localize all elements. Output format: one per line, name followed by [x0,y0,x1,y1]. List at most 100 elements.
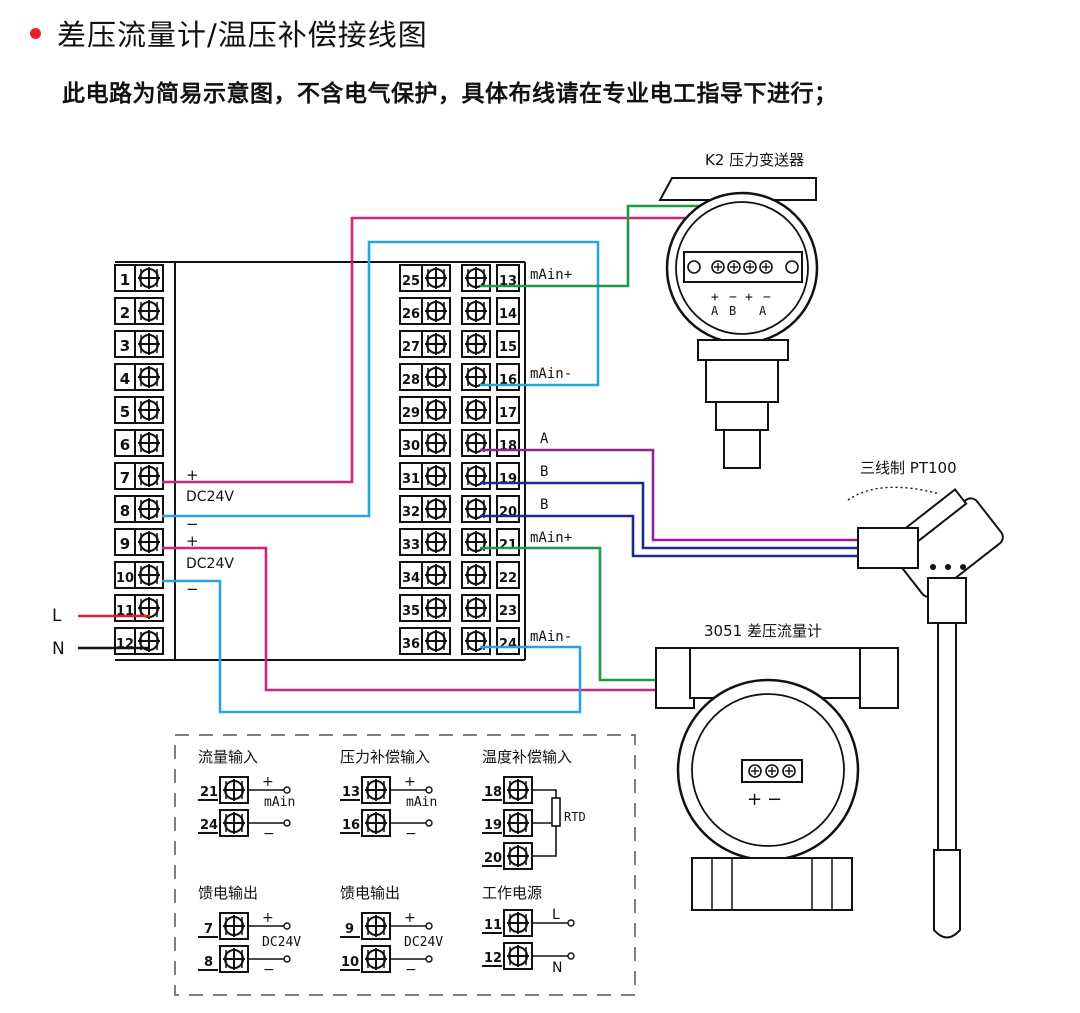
svg-text:11: 11 [484,918,502,933]
svg-text:+: + [186,532,199,550]
svg-text:29: 29 [402,406,420,421]
terminal-column-left: 1 2 3 4 5 6 7 8 9 10 11 12 [114,264,164,655]
terminal-3: 3 [114,330,164,358]
svg-text:A: A [759,304,767,318]
terminal-row-29-17: 29 17 [399,396,520,424]
svg-text:A: A [711,304,719,318]
terminal-row-34-22: 34 22 [399,561,520,589]
svg-text:DC24V: DC24V [404,935,443,950]
svg-text:+: + [745,290,753,305]
svg-text:34: 34 [402,571,420,586]
legend-feed-output-1: 馈电输出 7 8 + − DC24V [198,884,301,978]
svg-text:L: L [552,907,560,923]
safety-note: 此电路为简易示意图，不含电气保护，具体布线请在专业电工指导下进行； [62,81,838,107]
dp-flowmeter-3051: 3051 差压流量计 + − [655,622,899,911]
svg-text:19: 19 [499,472,517,487]
svg-text:+: + [747,789,762,810]
svg-text:10: 10 [116,571,134,586]
svg-text:DC24V: DC24V [186,556,234,572]
svg-text:−: − [729,290,737,305]
svg-text:8: 8 [204,955,213,970]
svg-text:21: 21 [499,538,517,553]
svg-text:5: 5 [120,403,130,421]
svg-text:3051 差压流量计: 3051 差压流量计 [704,622,822,640]
svg-text:压力补偿输入: 压力补偿输入 [340,748,430,766]
svg-text:27: 27 [402,340,420,355]
terminal-row-27-15: 27 15 [399,330,520,358]
svg-text:温度补偿输入: 温度补偿输入 [482,748,572,766]
svg-text:12: 12 [484,951,502,966]
svg-text:12: 12 [116,637,134,652]
terminal-8: 8 [114,495,164,523]
svg-text:L: L [52,606,62,626]
svg-text:6: 6 [120,436,130,454]
svg-text:15: 15 [499,340,517,355]
terminal-5: 5 [114,396,164,424]
svg-text:18: 18 [484,785,502,800]
svg-text:+: + [186,466,199,484]
svg-text:18: 18 [499,439,517,454]
svg-text:3: 3 [120,337,130,355]
svg-text:mAin-: mAin- [530,629,572,645]
wire-t10-t24 [162,579,582,714]
legend-feed-output-2: 馈电输出 9 10 + − DC24V [340,884,443,978]
svg-text:32: 32 [402,505,420,520]
terminal-10: 10 [114,561,164,589]
svg-text:19: 19 [484,818,502,833]
terminal-12: 12 [114,627,164,655]
svg-text:9: 9 [120,535,130,553]
svg-text:B: B [540,497,548,513]
svg-text:22: 22 [499,571,517,586]
terminal-row-31-19: 31 19 [399,462,520,490]
legend-temperature-input: 温度补偿输入 18 19 20 RTD [482,748,586,870]
svg-text:9: 9 [345,922,354,937]
svg-text:25: 25 [402,274,420,289]
terminal-row-35-23: 35 23 [399,594,520,622]
svg-text:24: 24 [499,637,517,652]
svg-text:7: 7 [120,469,130,487]
legend-flow-input: 流量输入 21 24 + − mAin [198,748,295,842]
svg-text:30: 30 [402,439,420,454]
svg-text:DC24V: DC24V [262,935,301,950]
terminal-2: 2 [114,297,164,325]
svg-text:14: 14 [499,307,517,322]
svg-text:mAin: mAin [264,795,295,810]
legend-box: 流量输入 21 24 + − mAin 压力补偿输入 13 16 [174,734,636,996]
title-row: 差压流量计/温压补偿接线图 [30,12,428,54]
svg-text:17: 17 [499,406,517,421]
svg-text:馈电输出: 馈电输出 [198,884,258,902]
svg-text:三线制 PT100: 三线制 PT100 [860,459,957,477]
terminal-1: 1 [114,264,164,292]
svg-text:31: 31 [402,472,420,487]
svg-text:B: B [540,464,548,480]
svg-text:23: 23 [499,604,517,619]
svg-text:+: + [711,290,719,305]
svg-text:4: 4 [120,370,130,388]
terminal-4: 4 [114,363,164,391]
svg-text:−: − [763,290,771,305]
svg-text:1: 1 [120,271,130,289]
svg-text:K2 压力变送器: K2 压力变送器 [705,151,804,169]
svg-text:+: + [404,774,416,790]
terminal-9: 9 [114,528,164,556]
svg-text:+: + [262,910,274,926]
terminal-6: 6 [114,429,164,457]
svg-text:8: 8 [120,502,130,520]
svg-text:35: 35 [402,604,420,619]
svg-text:10: 10 [341,955,359,970]
svg-text:RTD: RTD [564,810,586,824]
svg-text:−: − [767,789,782,810]
legend-power-supply: 工作电源 11 12 L N [482,884,575,976]
svg-text:mAin+: mAin+ [530,267,572,283]
svg-text:24: 24 [200,818,218,833]
svg-text:B: B [729,304,736,318]
wire-t8-t16 [162,240,600,518]
title-bullet-icon [30,27,41,39]
